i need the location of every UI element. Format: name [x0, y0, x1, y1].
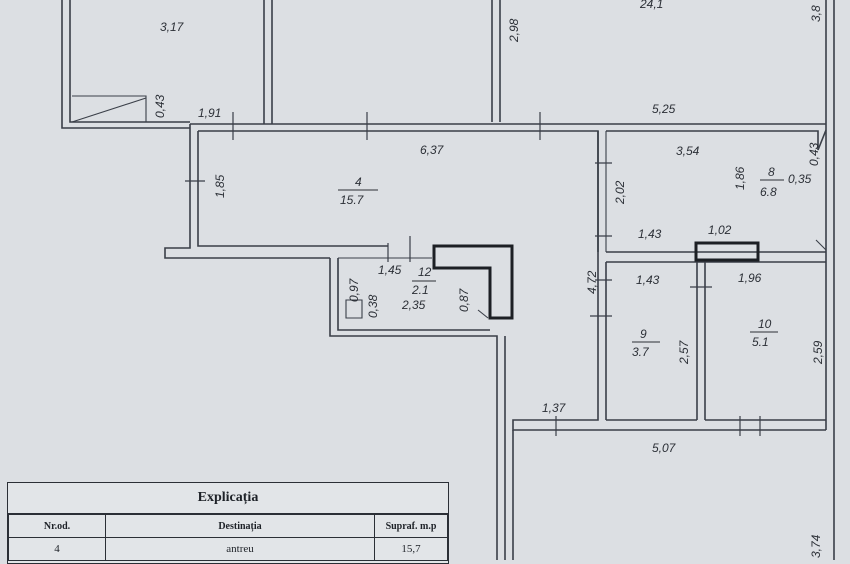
- dim-1-86: 1,86: [733, 166, 747, 190]
- dim-2-59: 2,59: [811, 340, 825, 365]
- dim-1-37: 1,37: [542, 401, 567, 415]
- room-4-area: 15.7: [340, 193, 365, 207]
- dim-0-43-right: 0,43: [807, 142, 821, 166]
- dim-1-43-bottom: 1,43: [636, 273, 660, 287]
- dim-0-97: 0,97: [347, 277, 361, 302]
- door-ticks: [185, 112, 761, 436]
- dim-0-38: 0,38: [366, 294, 380, 318]
- dim-2-35: 2,35: [401, 298, 426, 312]
- room-12-area: 2.1: [411, 283, 429, 297]
- dim-0-87: 0,87: [457, 287, 471, 312]
- room-4-number: 4: [355, 175, 362, 189]
- dim-5-25: 5,25: [652, 102, 676, 116]
- legend-row-destinatia: antreu: [105, 537, 375, 561]
- dim-24-1: 24,1: [639, 0, 663, 11]
- dim-1-43-top: 1,43: [638, 227, 662, 241]
- dim-3-8: 3,8: [809, 5, 823, 22]
- walls: [61, 0, 835, 560]
- legend-title: Explicația: [8, 483, 448, 514]
- dim-4-72: 4,72: [585, 270, 599, 294]
- dim-0-43-left: 0,43: [153, 94, 167, 118]
- room-10-area: 5.1: [752, 335, 769, 349]
- dim-5-07: 5,07: [652, 441, 677, 455]
- legend-header-nr: Nr.od.: [8, 514, 106, 538]
- legend-header-suprafata: Supraf. m.p: [374, 514, 448, 538]
- dim-3-54: 3,54: [676, 144, 700, 158]
- dim-6-37: 6,37: [420, 143, 445, 157]
- dim-1-91: 1,91: [198, 106, 221, 120]
- dim-2-57: 2,57: [677, 339, 691, 365]
- dim-3-74: 3,74: [809, 534, 823, 558]
- dim-3-17: 3,17: [160, 20, 185, 34]
- room-labels: 4 15.7 12 2.1 8 6.8 9 3.7 10 5.1: [338, 165, 784, 359]
- legend-row-nr: 4: [8, 537, 106, 561]
- dim-1-96: 1,96: [738, 271, 762, 285]
- room-8-number: 8: [768, 165, 775, 179]
- room-9-area: 3.7: [632, 345, 650, 359]
- dim-1-02: 1,02: [708, 223, 732, 237]
- legend-row: 4 antreu 15,7: [8, 537, 448, 561]
- legend-table: Explicația Nr.od. Destinația Supraf. m.p…: [7, 482, 449, 564]
- room-9-number: 9: [640, 327, 647, 341]
- room-12-number: 12: [418, 265, 432, 279]
- legend-row-suprafata: 15,7: [374, 537, 448, 561]
- legend-header-destinatia: Destinația: [105, 514, 375, 538]
- dim-1-85: 1,85: [213, 174, 227, 198]
- legend-header-row: Nr.od. Destinația Supraf. m.p: [8, 514, 448, 538]
- dim-2-98: 2,98: [507, 18, 521, 43]
- room-8-area: 6.8: [760, 185, 777, 199]
- dim-1-45: 1,45: [378, 263, 402, 277]
- legend-grid: Nr.od. Destinația Supraf. m.p 4 antreu 1…: [8, 514, 448, 561]
- dimension-labels: 3,17 24,1 3,8 2,98 0,43 1,91 5,25 6,37 3…: [153, 0, 825, 558]
- dim-2-02: 2,02: [613, 180, 627, 205]
- room-10-number: 10: [758, 317, 772, 331]
- dim-0-35: 0,35: [788, 172, 812, 186]
